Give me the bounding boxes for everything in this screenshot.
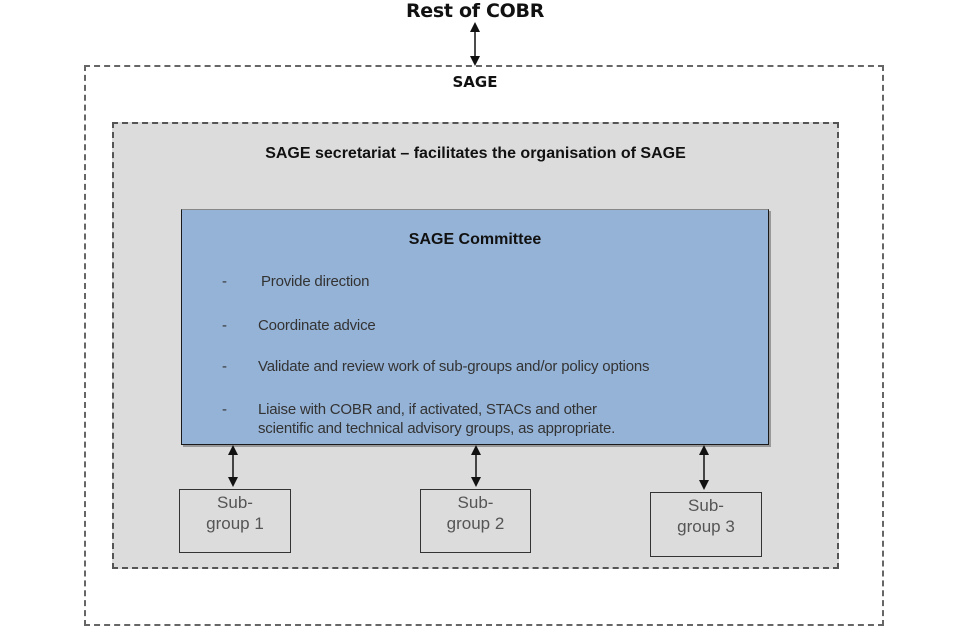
responsibility-text-line1: Liaise with COBR and, if activated, STAC… — [258, 401, 597, 418]
sage-label: SAGE — [452, 73, 498, 91]
subgroup-1-box: Sub- group 1 — [179, 489, 291, 553]
subgroup-label-line2: group 2 — [446, 514, 505, 533]
responsibility-text: Provide direction — [261, 273, 370, 290]
secretariat-label: SAGE secretariat – facilitates the organ… — [265, 145, 686, 162]
bullet-dash: - — [222, 401, 227, 418]
responsibility-text: Coordinate advice — [258, 317, 376, 334]
subgroup-label-line1: Sub- — [688, 496, 724, 515]
subgroup-label-line1: Sub- — [457, 493, 494, 512]
sage-committee-box — [181, 209, 769, 445]
rest-of-cobr-label: Rest of COBR — [405, 0, 545, 22]
bullet-dash: - — [222, 358, 227, 375]
committee-title: SAGE Committee — [408, 231, 542, 248]
subgroup-label-line1: Sub- — [217, 493, 253, 512]
bullet-dash: - — [222, 317, 227, 334]
arrow-cobr-to-sage — [470, 22, 480, 66]
subgroup-label-line2: group 1 — [206, 514, 264, 533]
responsibility-text-line2: scientific and technical advisory groups… — [258, 420, 616, 437]
responsibility-text: Validate and review work of sub-groups a… — [258, 358, 650, 375]
bullet-dash: - — [222, 273, 227, 290]
subgroup-label-line2: group 3 — [677, 517, 735, 536]
subgroup-3-box: Sub- group 3 — [650, 492, 762, 557]
subgroup-2-box: Sub- group 2 — [420, 489, 531, 553]
